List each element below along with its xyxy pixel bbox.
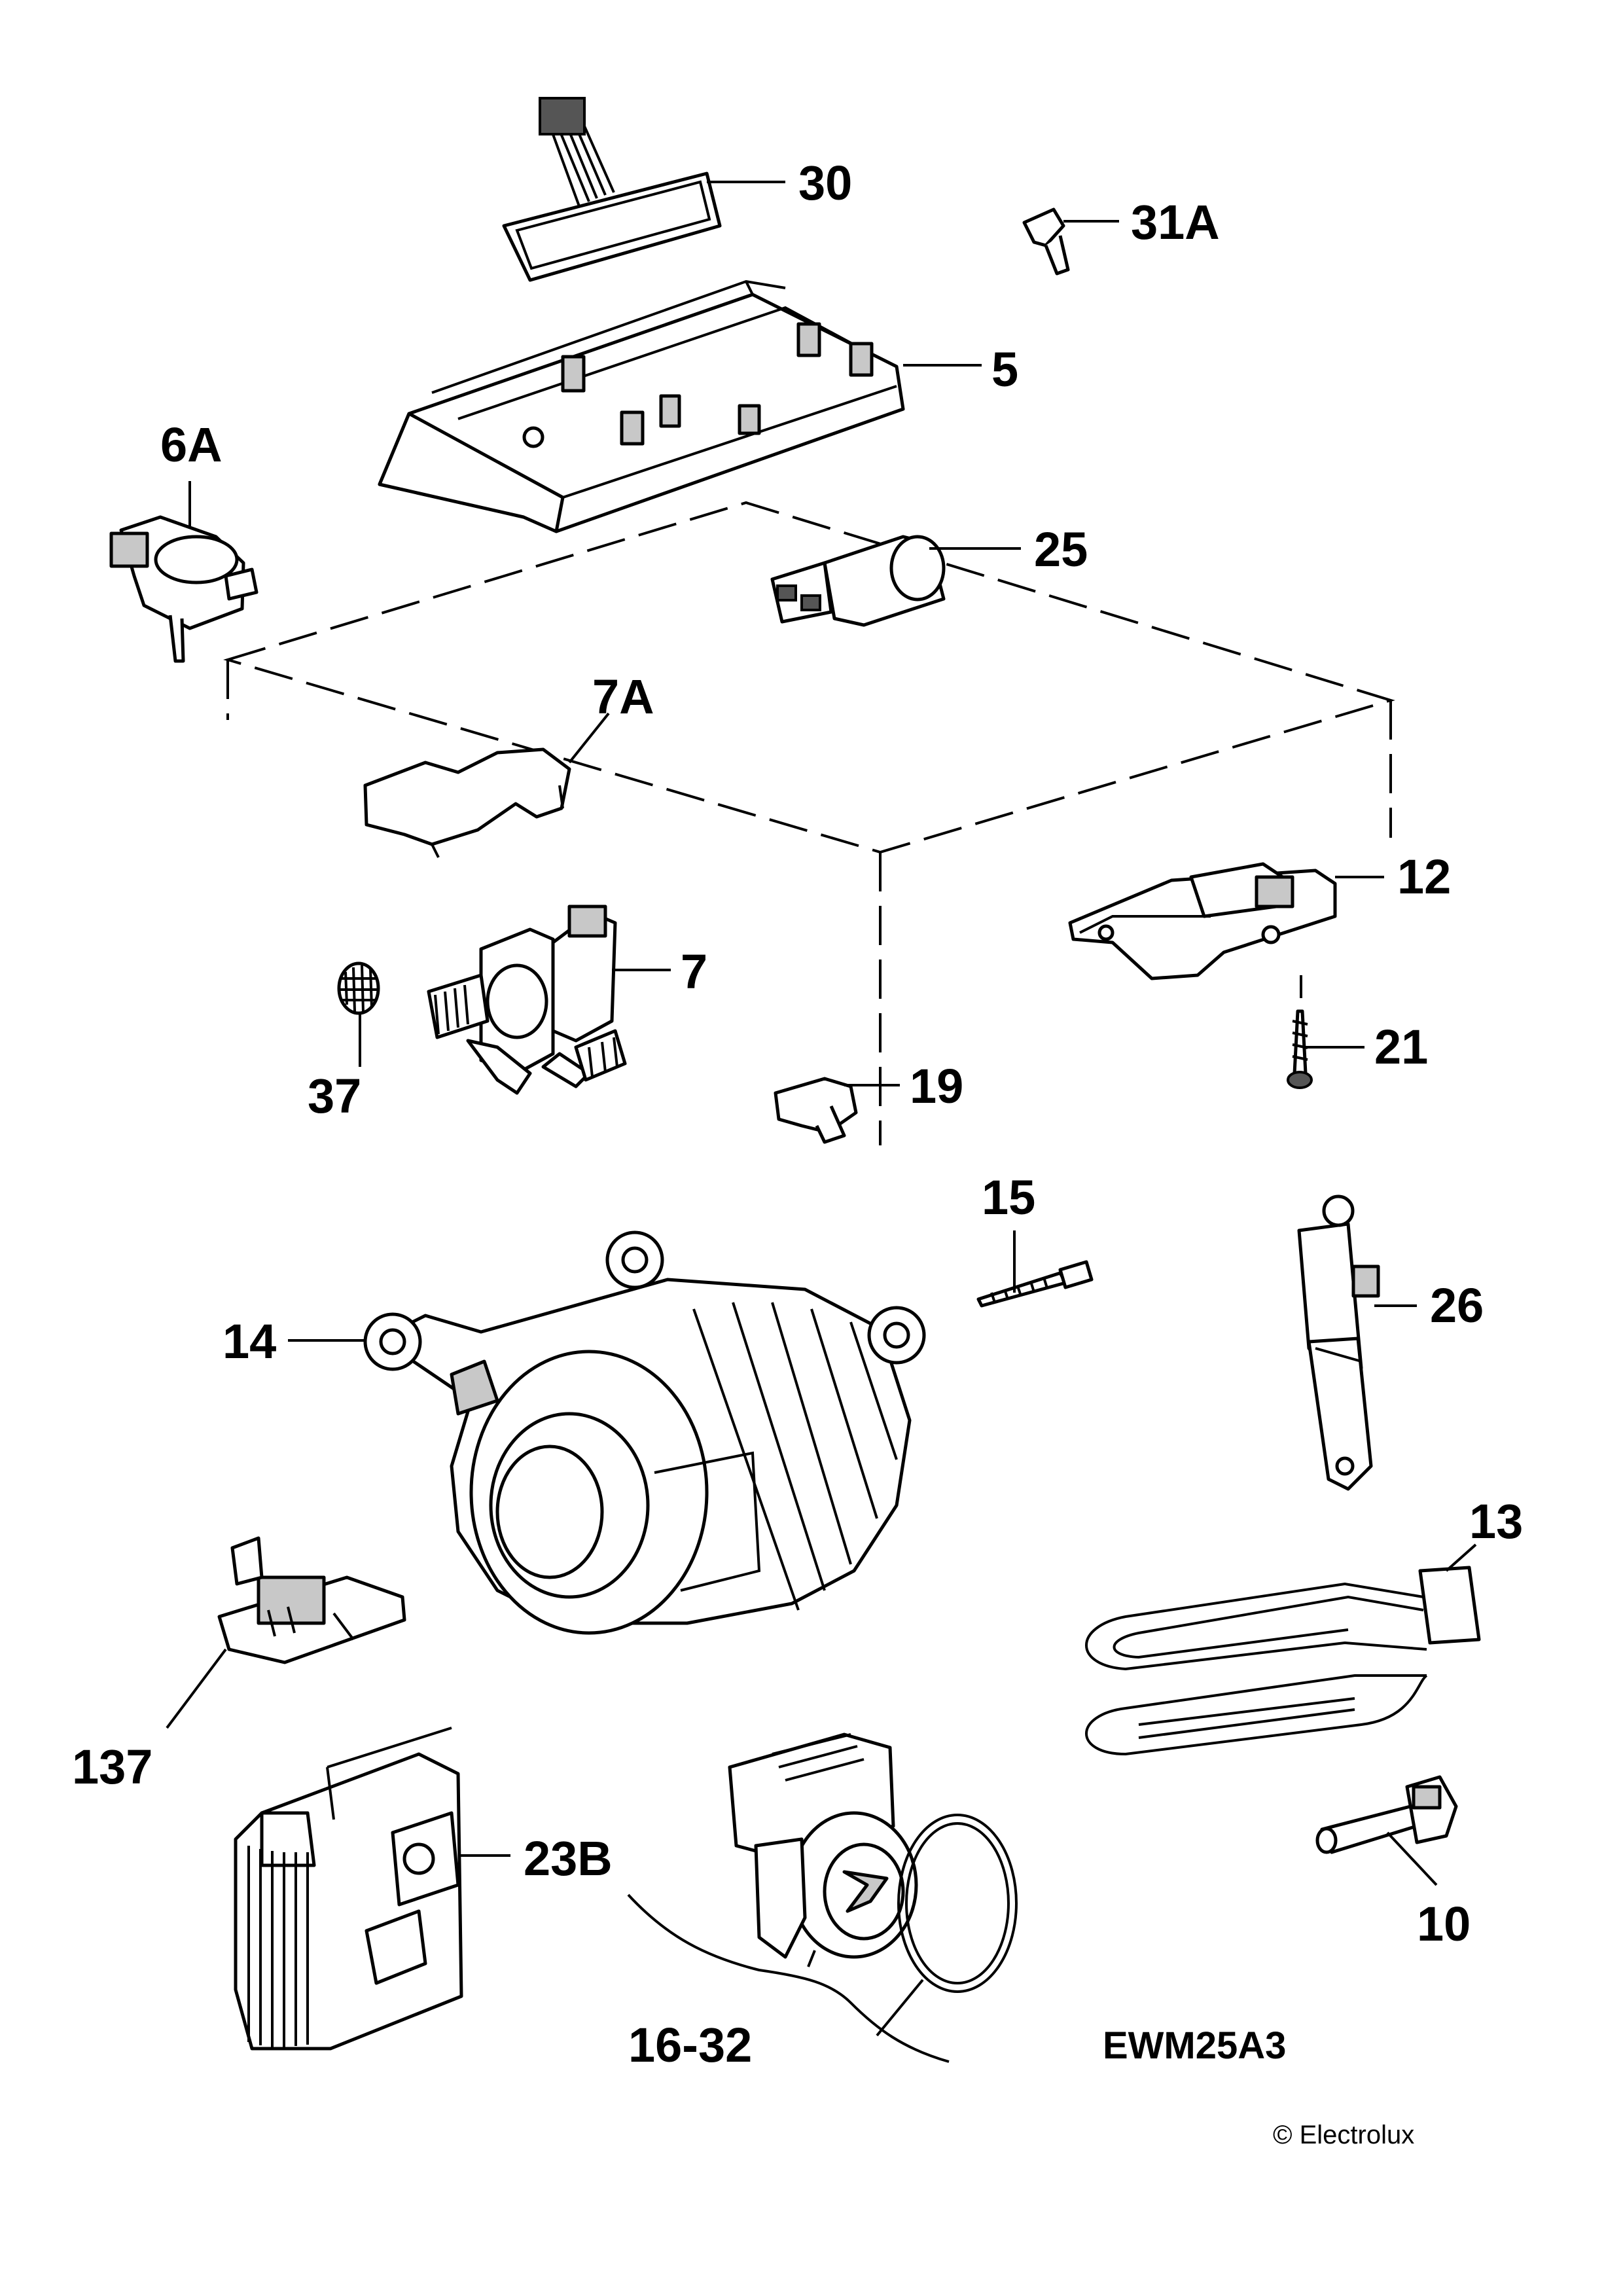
callout-19: 19 xyxy=(910,1059,963,1113)
part-7-inlet-valve xyxy=(427,905,627,1095)
part-21-screw xyxy=(1287,975,1313,1089)
callout-137: 137 xyxy=(72,1740,152,1794)
part-14-motor xyxy=(363,1230,926,1635)
copyright: © Electrolux xyxy=(1273,2121,1414,2149)
leader-7a xyxy=(568,712,610,764)
part-13-heating-element xyxy=(1085,1566,1481,1756)
callout-23b: 23B xyxy=(524,1831,613,1886)
part-31a-switch xyxy=(1022,207,1070,276)
callout-21: 21 xyxy=(1374,1020,1428,1074)
callout-37: 37 xyxy=(308,1069,361,1123)
part-23b-module xyxy=(234,1727,463,2051)
brace-16-32 xyxy=(627,1893,950,2063)
leader-137 xyxy=(166,1648,227,1729)
model-code: EWM25A3 xyxy=(1103,2024,1286,2067)
part-7a-bracket xyxy=(363,747,571,858)
part-16-32-drain-pump xyxy=(728,1732,1018,1993)
leader-lines xyxy=(166,181,1477,2037)
callout-7: 7 xyxy=(681,944,707,999)
callout-15: 15 xyxy=(982,1170,1035,1225)
callout-14: 14 xyxy=(223,1314,276,1369)
leader-13 xyxy=(1445,1543,1477,1572)
callout-31a: 31A xyxy=(1131,195,1220,249)
leader-16-32-seal xyxy=(876,1979,924,2037)
part-5-housing xyxy=(378,279,905,533)
callout-10: 10 xyxy=(1417,1897,1471,1951)
callout-13: 13 xyxy=(1469,1494,1523,1549)
callout-25: 25 xyxy=(1034,522,1088,577)
part-37-filter xyxy=(337,961,380,1015)
callout-6a: 6A xyxy=(160,418,223,472)
part-10-ntc-sensor xyxy=(1315,1775,1458,1854)
leader-16-32-pump xyxy=(807,1950,816,1967)
part-25-capacitor xyxy=(770,535,946,627)
part-19-clip xyxy=(774,1077,858,1144)
part-12-door-lock xyxy=(1068,862,1337,980)
callout-7a: 7A xyxy=(592,670,654,724)
callout-5: 5 xyxy=(991,342,1018,397)
part-15-screw xyxy=(976,1260,1094,1308)
part-26-sensor xyxy=(1297,1194,1380,1491)
part-137-filter xyxy=(217,1536,406,1664)
part-30-pcb xyxy=(502,97,722,282)
leader-10 xyxy=(1386,1831,1438,1886)
callout-12: 12 xyxy=(1397,850,1451,904)
part-6a-pressure-switch xyxy=(109,515,259,663)
callout-16-32: 16-32 xyxy=(628,2018,752,2072)
cabinet-outline xyxy=(223,501,1395,1145)
callout-26: 26 xyxy=(1430,1278,1484,1333)
callout-30: 30 xyxy=(798,156,852,210)
